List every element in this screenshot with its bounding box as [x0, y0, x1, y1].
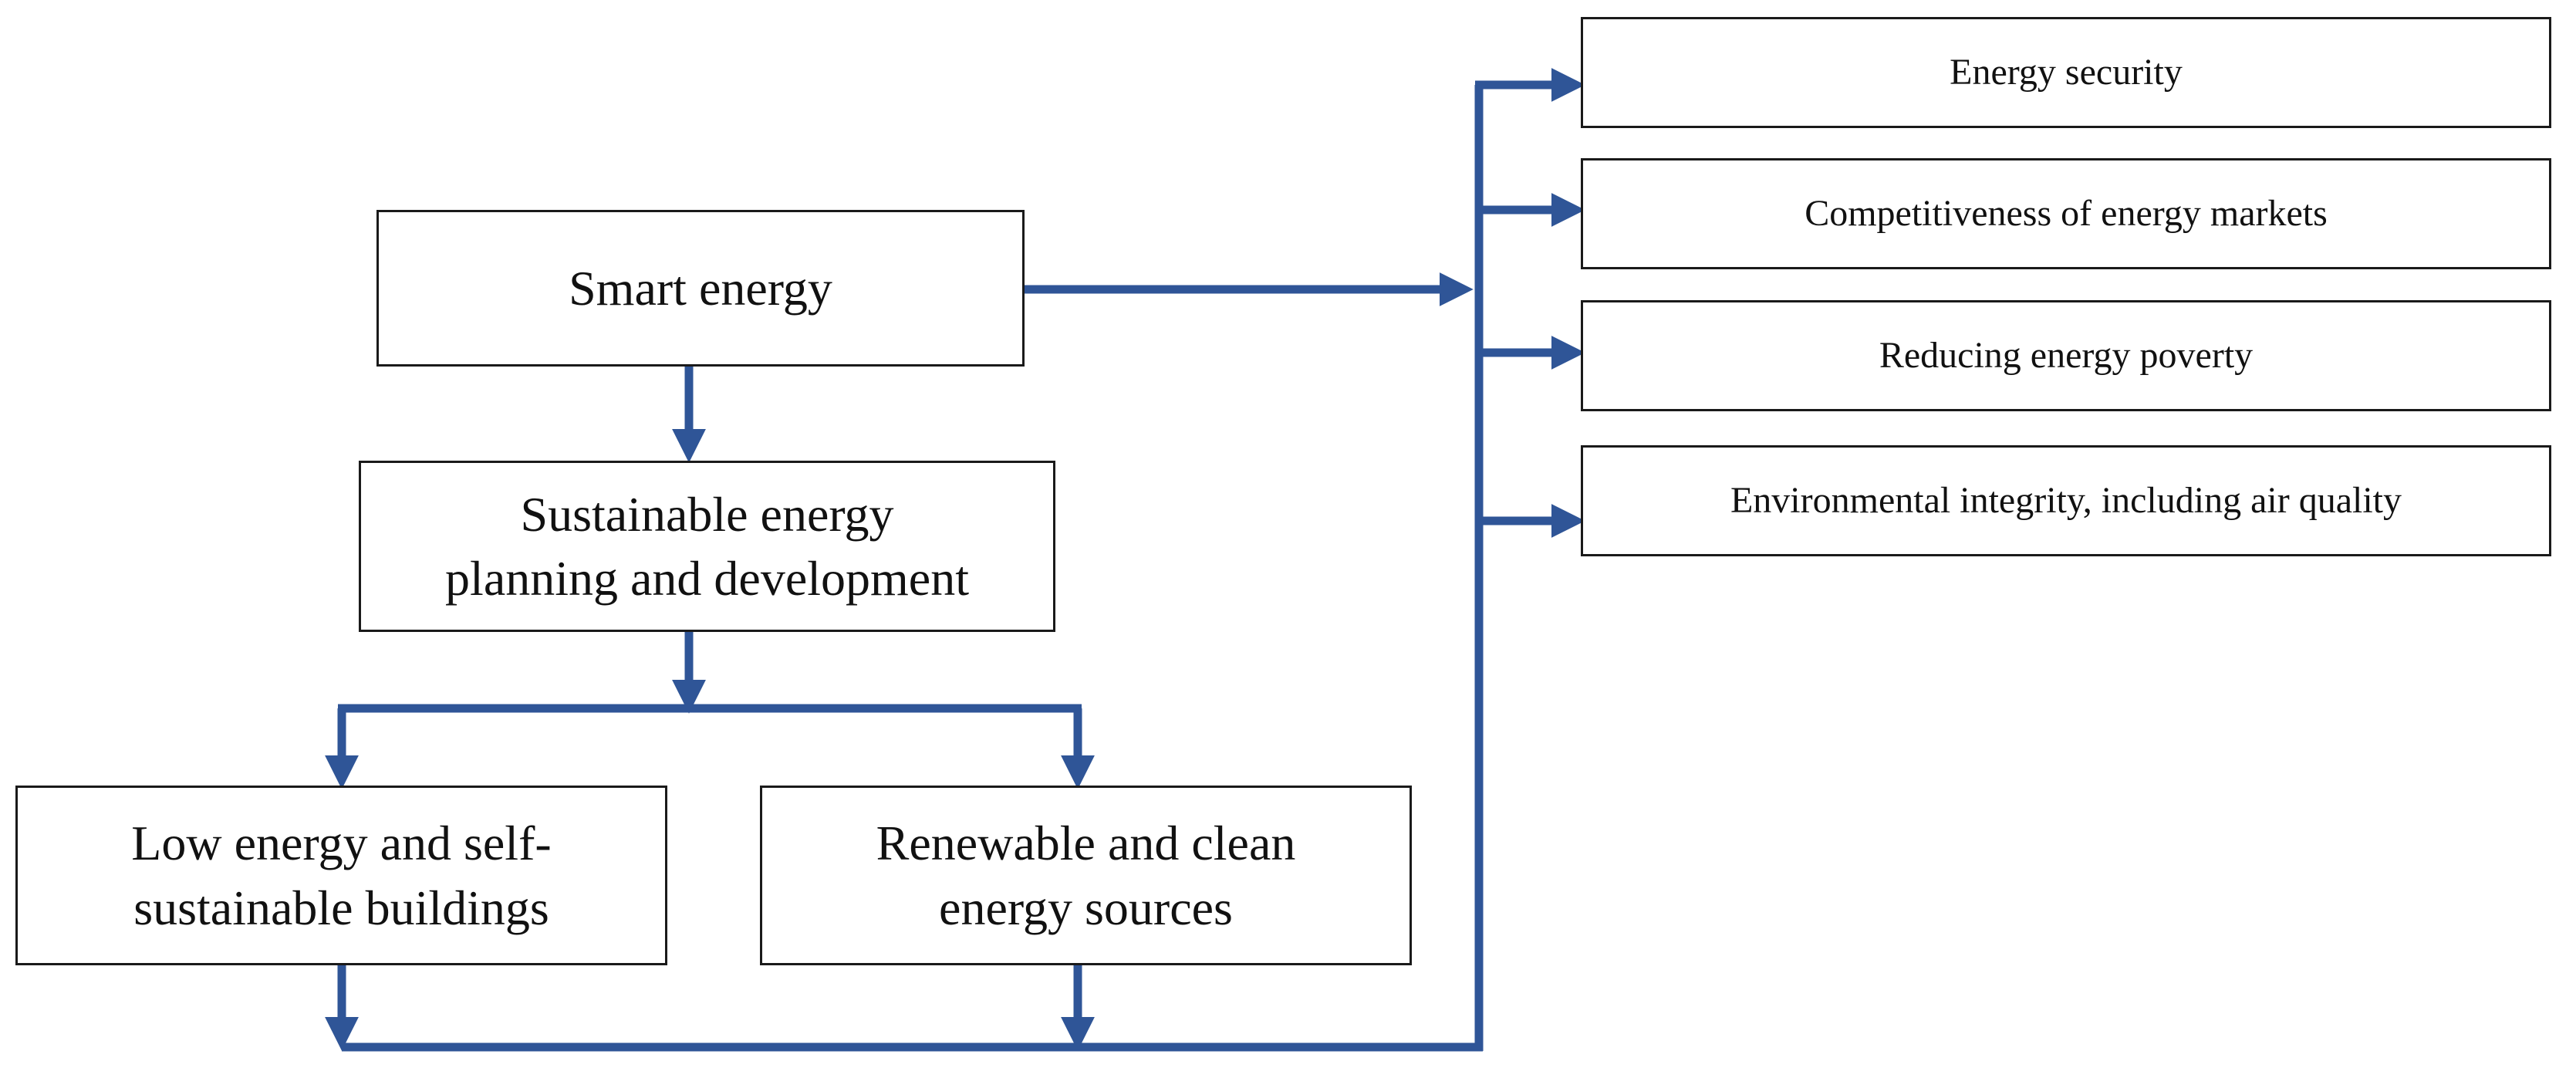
node-sustainable-energy-planning: Sustainable energy planning and developm…: [359, 461, 1055, 632]
node-sustainable-label-line1: Sustainable energy: [520, 486, 894, 542]
outcome-energy-poverty: Reducing energy poverty: [1581, 300, 2551, 411]
node-sustainable-label-line2: planning and development: [445, 551, 969, 606]
outcome-environmental-integrity: Environmental integrity, including air q…: [1581, 445, 2551, 556]
node-renewable-label-line2: energy sources: [939, 880, 1233, 935]
node-low-energy-label-line1: Low energy and self-: [131, 816, 552, 871]
node-low-energy-buildings: Low energy and self- sustainable buildin…: [15, 786, 667, 965]
outcome-label: Environmental integrity, including air q…: [1730, 480, 2402, 522]
outcome-label: Reducing energy poverty: [1879, 335, 2254, 377]
node-renewable-energy-sources: Renewable and clean energy sources: [760, 786, 1412, 965]
outcome-competitiveness: Competitiveness of energy markets: [1581, 158, 2551, 269]
node-low-energy-label-line2: sustainable buildings: [133, 880, 549, 935]
outcome-energy-security: Energy security: [1581, 17, 2551, 128]
outcome-label: Energy security: [1950, 52, 2183, 93]
node-renewable-label-line1: Renewable and clean: [876, 816, 1296, 871]
connector-lines: [325, 68, 1585, 1052]
outcome-label: Competitiveness of energy markets: [1805, 193, 2328, 235]
node-smart-energy: Smart energy: [376, 210, 1025, 367]
node-smart-energy-label: Smart energy: [569, 260, 832, 316]
